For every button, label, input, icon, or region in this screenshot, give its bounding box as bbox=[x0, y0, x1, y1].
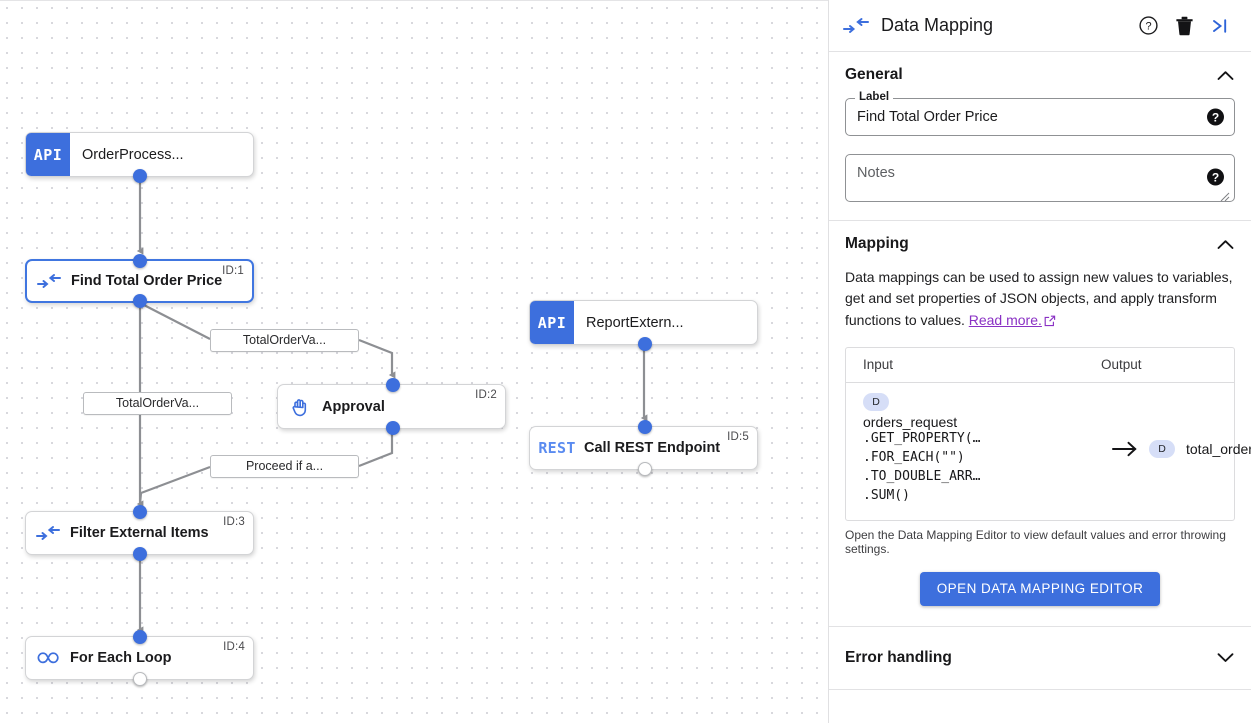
edge-label[interactable]: Proceed if a... bbox=[210, 455, 359, 478]
node-title: Approval bbox=[322, 398, 385, 415]
node-id-label: ID:4 bbox=[223, 641, 245, 653]
panel-header: Data Mapping ? bbox=[829, 0, 1251, 52]
node-output-port[interactable] bbox=[132, 547, 147, 561]
node-input-port[interactable] bbox=[132, 505, 147, 519]
node-id-label: ID:1 bbox=[222, 265, 244, 277]
external-link-icon[interactable] bbox=[1044, 312, 1056, 333]
section-title: Error handling bbox=[845, 648, 952, 666]
loop-infinity-icon bbox=[26, 650, 70, 666]
node-input-port[interactable] bbox=[386, 378, 400, 392]
node-output-port[interactable] bbox=[386, 421, 400, 435]
node-title: Call REST Endpoint bbox=[584, 440, 721, 456]
label-field-legend: Label bbox=[855, 91, 894, 103]
hand-icon bbox=[278, 396, 322, 418]
properties-panel: Data Mapping ? bbox=[828, 0, 1251, 723]
column-header-output: Output bbox=[1101, 357, 1142, 373]
edge-label[interactable]: TotalOrderVa... bbox=[83, 392, 232, 415]
section-general: General Label ? ? bbox=[829, 52, 1251, 221]
node-title: Find Total Order Price bbox=[71, 273, 223, 289]
section-mapping: Mapping Data mappings can be used to ass… bbox=[829, 221, 1251, 627]
section-general-header[interactable]: General bbox=[845, 52, 1235, 98]
workflow-canvas[interactable]: API OrderProcess... Find Total Order Pri… bbox=[0, 0, 828, 723]
section-title: General bbox=[845, 66, 903, 83]
node-output-port[interactable] bbox=[132, 672, 147, 686]
node-id-label: ID:3 bbox=[223, 516, 245, 528]
node-call-rest-endpoint[interactable]: REST Call REST Endpoint ID:5 bbox=[529, 420, 758, 476]
node-output-port[interactable] bbox=[132, 169, 147, 183]
node-output-port[interactable] bbox=[638, 337, 652, 351]
label-input[interactable] bbox=[846, 109, 1234, 125]
node-report-external[interactable]: API ReportExtern... bbox=[529, 300, 758, 351]
resize-handle[interactable] bbox=[1220, 189, 1230, 202]
svg-text:?: ? bbox=[1145, 21, 1151, 33]
node-input-port[interactable] bbox=[638, 420, 652, 434]
node-order-process[interactable]: API OrderProcess... bbox=[25, 132, 254, 183]
data-mapping-icon bbox=[843, 17, 875, 34]
mapping-table-header: Input Output bbox=[846, 348, 1234, 383]
collapse-panel-right-icon[interactable] bbox=[1205, 11, 1235, 41]
input-variable-name: orders_request bbox=[863, 413, 958, 430]
mapping-input-cell[interactable]: D orders_request .GET_PROPERTY(… .FOR_EA… bbox=[846, 392, 1101, 506]
section-error-handling-header[interactable]: Error handling bbox=[845, 627, 1235, 689]
mapping-output-cell[interactable]: D total_order… bbox=[1149, 440, 1251, 459]
data-mapping-icon bbox=[27, 273, 71, 289]
notes-input[interactable] bbox=[846, 155, 1234, 181]
node-for-each-loop[interactable]: For Each Loop ID:4 bbox=[25, 630, 254, 686]
open-data-mapping-editor-button[interactable]: OPEN DATA MAPPING EDITOR bbox=[919, 571, 1161, 606]
section-title: Mapping bbox=[845, 235, 909, 252]
node-input-port[interactable] bbox=[132, 254, 147, 268]
trash-icon[interactable] bbox=[1169, 11, 1199, 41]
node-title: ReportExtern... bbox=[586, 314, 684, 331]
mapping-description-text: Data mappings can be used to assign new … bbox=[845, 269, 1233, 328]
mapping-button-row: OPEN DATA MAPPING EDITOR bbox=[845, 571, 1235, 626]
rest-label: REST bbox=[538, 439, 576, 457]
edge-label[interactable]: TotalOrderVa... bbox=[210, 329, 359, 352]
chevron-down-icon[interactable] bbox=[1215, 648, 1235, 668]
section-error-handling: Error handling bbox=[829, 627, 1251, 690]
edge-layer bbox=[136, 177, 648, 634]
section-mapping-header[interactable]: Mapping bbox=[845, 221, 1235, 267]
datatype-badge: D bbox=[863, 392, 889, 411]
read-more-link[interactable]: Read more. bbox=[968, 311, 1042, 328]
mapping-description: Data mappings can be used to assign new … bbox=[845, 267, 1235, 333]
help-icon[interactable]: ? bbox=[1207, 168, 1224, 186]
label-field[interactable]: Label ? bbox=[845, 91, 1235, 136]
node-input-port[interactable] bbox=[132, 630, 147, 644]
chevron-up-icon[interactable] bbox=[1215, 234, 1235, 254]
node-id-label: ID:5 bbox=[727, 431, 749, 443]
output-variable-name: total_order… bbox=[1186, 441, 1251, 458]
node-output-port[interactable] bbox=[132, 294, 147, 308]
node-approval[interactable]: Approval ID:2 bbox=[277, 378, 506, 435]
input-transform-chain: .GET_PROPERTY(… .FOR_EACH("") .TO_DOUBLE… bbox=[863, 430, 981, 503]
help-icon[interactable]: ? bbox=[1207, 108, 1224, 126]
mapping-note: Open the Data Mapping Editor to view def… bbox=[845, 527, 1226, 556]
data-mapping-icon bbox=[26, 525, 70, 541]
mapping-table: Input Output D orders_request .GET_PROPE… bbox=[845, 346, 1251, 521]
node-title: For Each Loop bbox=[70, 650, 172, 666]
datatype-badge: D bbox=[1149, 440, 1175, 459]
panel-title: Data Mapping bbox=[881, 15, 994, 35]
node-title: OrderProcess... bbox=[82, 146, 184, 163]
notes-field[interactable]: ? bbox=[845, 154, 1235, 202]
column-header-input: Input bbox=[863, 357, 894, 373]
mapping-table-row[interactable]: D orders_request .GET_PROPERTY(… .FOR_EA… bbox=[846, 383, 1251, 520]
api-badge: API bbox=[26, 133, 70, 176]
node-find-total-order-price[interactable]: Find Total Order Price ID:1 bbox=[25, 254, 254, 308]
help-circle-icon[interactable]: ? bbox=[1133, 11, 1163, 41]
chevron-up-icon[interactable] bbox=[1215, 65, 1235, 85]
mapping-arrow-icon bbox=[1101, 439, 1149, 459]
node-output-port[interactable] bbox=[638, 462, 652, 476]
api-badge: API bbox=[530, 301, 574, 344]
node-filter-external-items[interactable]: Filter External Items ID:3 bbox=[25, 505, 254, 561]
node-id-label: ID:2 bbox=[475, 389, 497, 401]
node-title: Filter External Items bbox=[70, 525, 209, 541]
